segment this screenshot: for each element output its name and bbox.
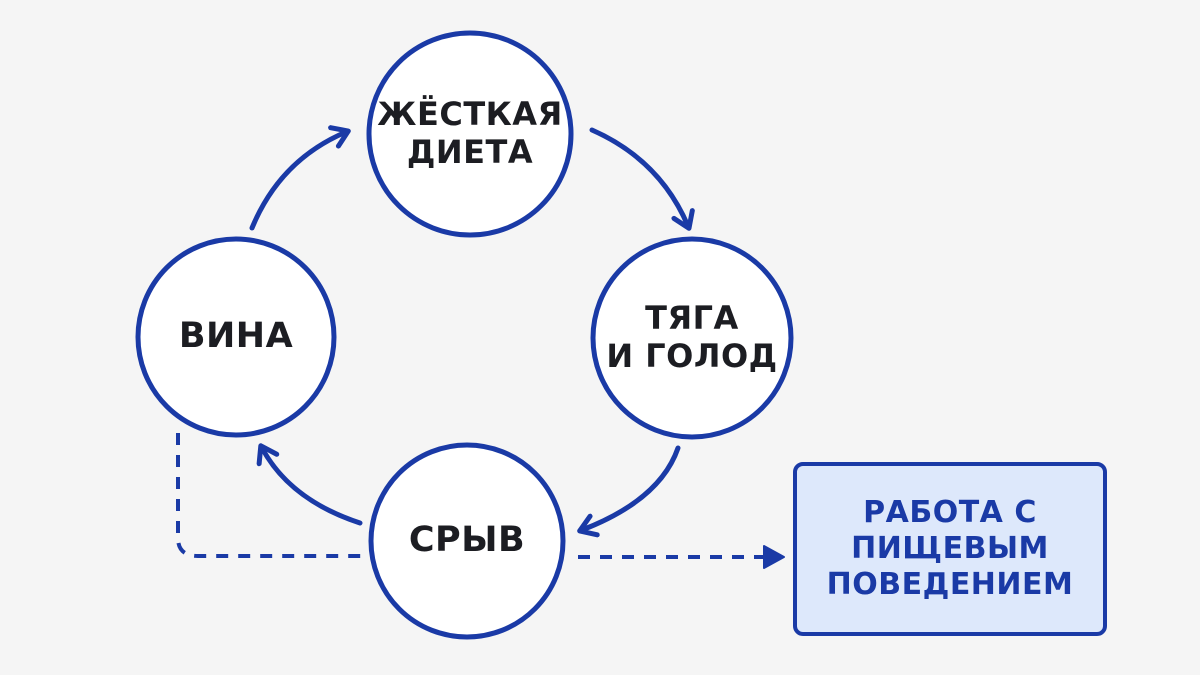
node-label-craving: ТЯГА И ГОЛОД bbox=[606, 299, 778, 375]
arrow-craving-to-relapse bbox=[577, 445, 681, 538]
dashed-connector-guilt bbox=[176, 433, 366, 558]
exit-box bbox=[793, 462, 1107, 636]
node-label-guilt: ВИНА bbox=[178, 316, 294, 357]
node-label-diet: ЖЁСТКАЯ ДИЕТА bbox=[377, 95, 563, 171]
node-circle-craving bbox=[590, 236, 794, 440]
node-circle-diet bbox=[366, 30, 574, 238]
arrow-relapse-to-guilt bbox=[256, 443, 363, 526]
arrow-diet-to-craving bbox=[589, 127, 695, 231]
node-circle-relapse bbox=[368, 442, 566, 640]
dashed-connector-arrowhead bbox=[763, 545, 785, 569]
arrow-guilt-to-diet bbox=[249, 125, 351, 231]
node-label-relapse: СРЫВ bbox=[408, 520, 526, 561]
exit-label: РАБОТА С ПИЩЕВЫМ ПОВЕДЕНИЕМ bbox=[826, 495, 1074, 602]
node-circle-guilt bbox=[135, 236, 337, 438]
